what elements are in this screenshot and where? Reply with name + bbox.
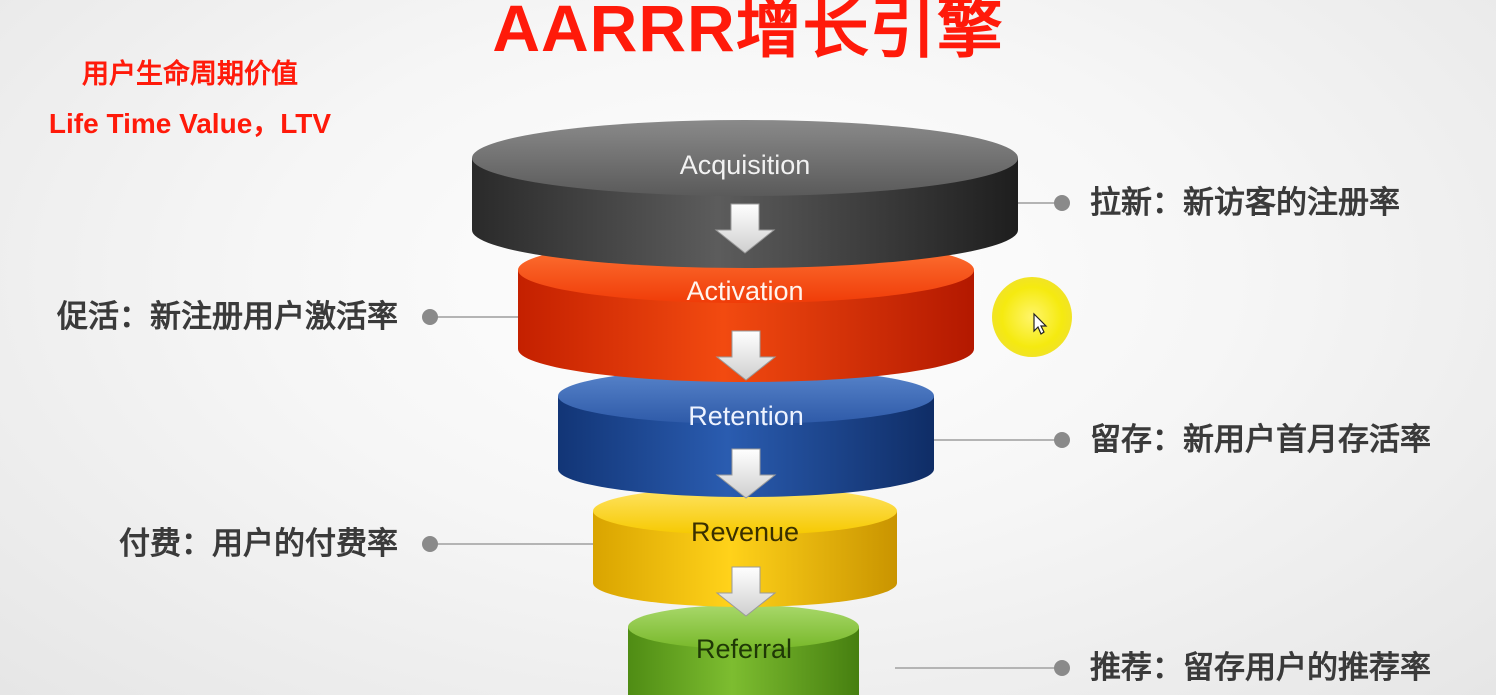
connector-dot-revenue (422, 536, 438, 552)
cursor-highlight (992, 277, 1072, 357)
metric-label-activation: 促活：新注册用户激活率 (57, 299, 398, 334)
stage-label-activation: Activation (686, 276, 803, 306)
metric-label-revenue: 付费：用户的付费率 (119, 526, 398, 561)
down-arrow-icon (715, 448, 777, 499)
ltv-title-en: Life Time Value，LTV (48, 108, 332, 139)
funnel-tier-referral (628, 605, 859, 695)
connector-dot-retention (1054, 432, 1070, 448)
down-arrow-icon (715, 566, 777, 617)
metric-label-acquisition: 拉新：新访客的注册率 (1090, 185, 1400, 220)
mouse-pointer-icon (1033, 312, 1048, 335)
ltv-title-cn: 用户生命周期价值 (82, 59, 298, 89)
connector-dot-activation (422, 309, 438, 325)
stage-label-referral: Referral (696, 634, 792, 664)
metric-label-retention: 留存：新用户首月存活率 (1090, 422, 1431, 457)
down-arrow-icon (715, 330, 777, 381)
funnel-tier-revenue (593, 487, 897, 607)
down-arrow-icon (714, 203, 776, 254)
connector-dot-referral (1054, 660, 1070, 676)
slide-title: AARRR增长引擎 (492, 0, 1004, 65)
funnel-tier-retention (558, 368, 934, 497)
connector-dot-acquisition (1054, 195, 1070, 211)
stage-label-revenue: Revenue (691, 517, 799, 547)
stage-label-retention: Retention (688, 401, 804, 431)
metric-label-referral: 推荐：留存用户的推荐率 (1090, 650, 1431, 685)
stage-label-acquisition: Acquisition (680, 150, 811, 180)
